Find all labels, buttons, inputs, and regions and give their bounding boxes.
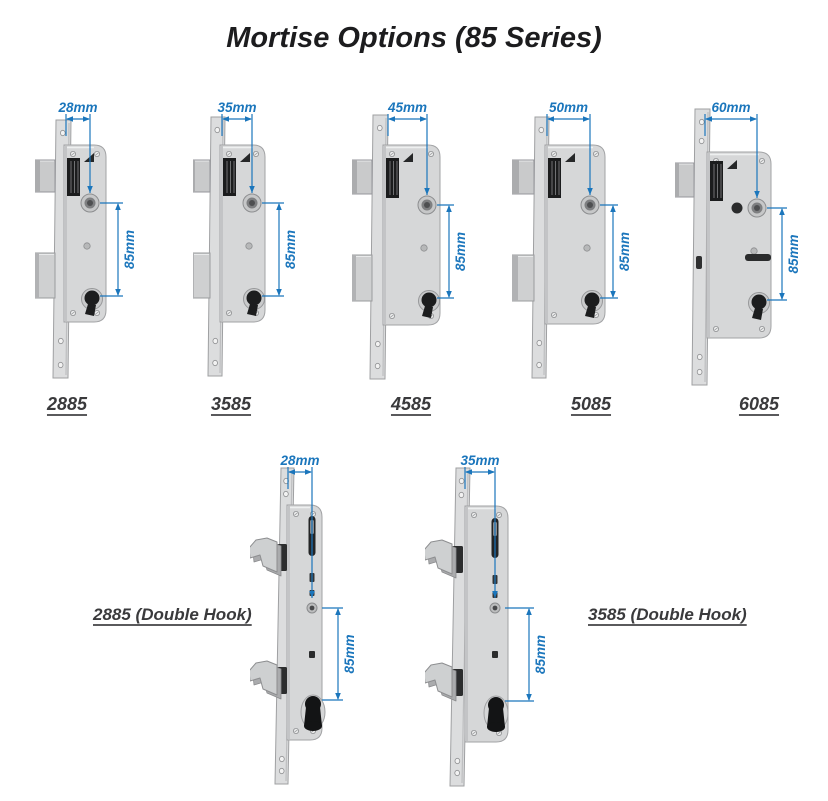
- height-dim-label: 85mm: [617, 232, 632, 271]
- lock-diagram-4585: 45mm 85mm: [352, 100, 468, 380]
- faceplate-screw: [278, 767, 285, 775]
- dimensions: 28mm 85mm: [57, 100, 137, 297]
- faceplate-screw: [58, 337, 64, 345]
- width-dim-label: 45mm: [387, 100, 427, 115]
- height-dim-label: 85mm: [283, 230, 298, 269]
- faceplate-screw: [283, 490, 289, 498]
- width-dim-label: 60mm: [711, 100, 750, 115]
- lock-diagram-6085: 60mm 85mm: [675, 100, 801, 386]
- width-dim-label: 35mm: [460, 453, 499, 468]
- model-label-5085: 5085: [570, 394, 612, 414]
- model-label-2885: 2885: [46, 394, 88, 414]
- lock-case: [464, 505, 509, 743]
- hook-bolt-top: [425, 539, 453, 575]
- faceplate-screw: [214, 126, 221, 134]
- model-label-6085: 6085: [738, 394, 780, 414]
- faceplate-screw: [212, 337, 219, 345]
- model-label-2885-double-hook: 2885 (Double Hook): [93, 605, 252, 624]
- faceplate-screw: [536, 339, 543, 347]
- lock-diagram-2885-double-hook: 28mm 85mm: [250, 453, 357, 785]
- hook-bolt-bottom: [250, 660, 278, 696]
- width-dim-label: 50mm: [549, 100, 588, 115]
- faceplate-screw: [59, 129, 66, 137]
- height-dim-label: 85mm: [533, 635, 548, 674]
- model-label-3585-double-hook: 3585 (Double Hook): [588, 605, 747, 624]
- lock-case: [286, 504, 323, 741]
- faceplate-screw: [454, 757, 461, 765]
- dimensions: 45mm 85mm: [387, 100, 468, 299]
- faceplate-screw: [458, 477, 465, 485]
- faceplate-screw: [698, 137, 705, 145]
- deadbolt: [35, 252, 56, 299]
- height-dim-label: 85mm: [122, 230, 137, 269]
- faceplate-screw: [698, 118, 705, 126]
- latch-bolt: [675, 162, 695, 198]
- lock-diagram-2885: 28mm 85mm: [35, 100, 137, 379]
- faceplate-screw: [454, 769, 460, 777]
- dimensions: 35mm 85mm: [460, 453, 548, 702]
- faceplate-screw: [696, 353, 703, 361]
- faceplate-screw: [536, 361, 542, 369]
- faceplate-screw: [538, 126, 545, 134]
- faceplate-screw: [57, 361, 64, 369]
- deadbolt: [193, 252, 211, 299]
- height-dim-label: 85mm: [342, 634, 357, 673]
- faceplate-screw: [696, 368, 703, 376]
- latch-bolt: [193, 159, 211, 193]
- hook-bolt-bottom: [425, 662, 453, 698]
- width-dim-label: 28mm: [57, 100, 97, 115]
- hook-bolt-top: [250, 537, 278, 573]
- width-dim-label: 28mm: [279, 453, 319, 468]
- height-dim-label: 85mm: [786, 234, 801, 273]
- faceplate-screw: [212, 359, 218, 367]
- lock-diagram-3585-double-hook: 35mm 85mm: [425, 453, 548, 787]
- deadbolt: [352, 254, 373, 302]
- dimensions: 50mm 85mm: [546, 100, 632, 299]
- lock-diagram-3585: 35mm 85mm: [193, 100, 298, 377]
- model-label-4585: 4585: [390, 394, 432, 414]
- faceplate-screw: [374, 362, 381, 370]
- faceplate-screw: [375, 340, 381, 348]
- dimensions: 60mm 85mm: [704, 100, 801, 301]
- model-label-3585: 3585: [210, 394, 252, 414]
- faceplate-screw: [458, 491, 465, 499]
- width-dim-label: 35mm: [217, 100, 256, 115]
- faceplate-screw: [279, 755, 285, 763]
- height-dim-label: 85mm: [453, 232, 468, 271]
- dimensions: 28mm 85mm: [279, 453, 357, 701]
- faceplate-screw: [376, 124, 383, 132]
- dimensions: 35mm 85mm: [217, 100, 298, 297]
- lock-diagram-5085: 50mm 85mm: [512, 100, 632, 379]
- page-title: Mortise Options (85 Series): [226, 22, 602, 54]
